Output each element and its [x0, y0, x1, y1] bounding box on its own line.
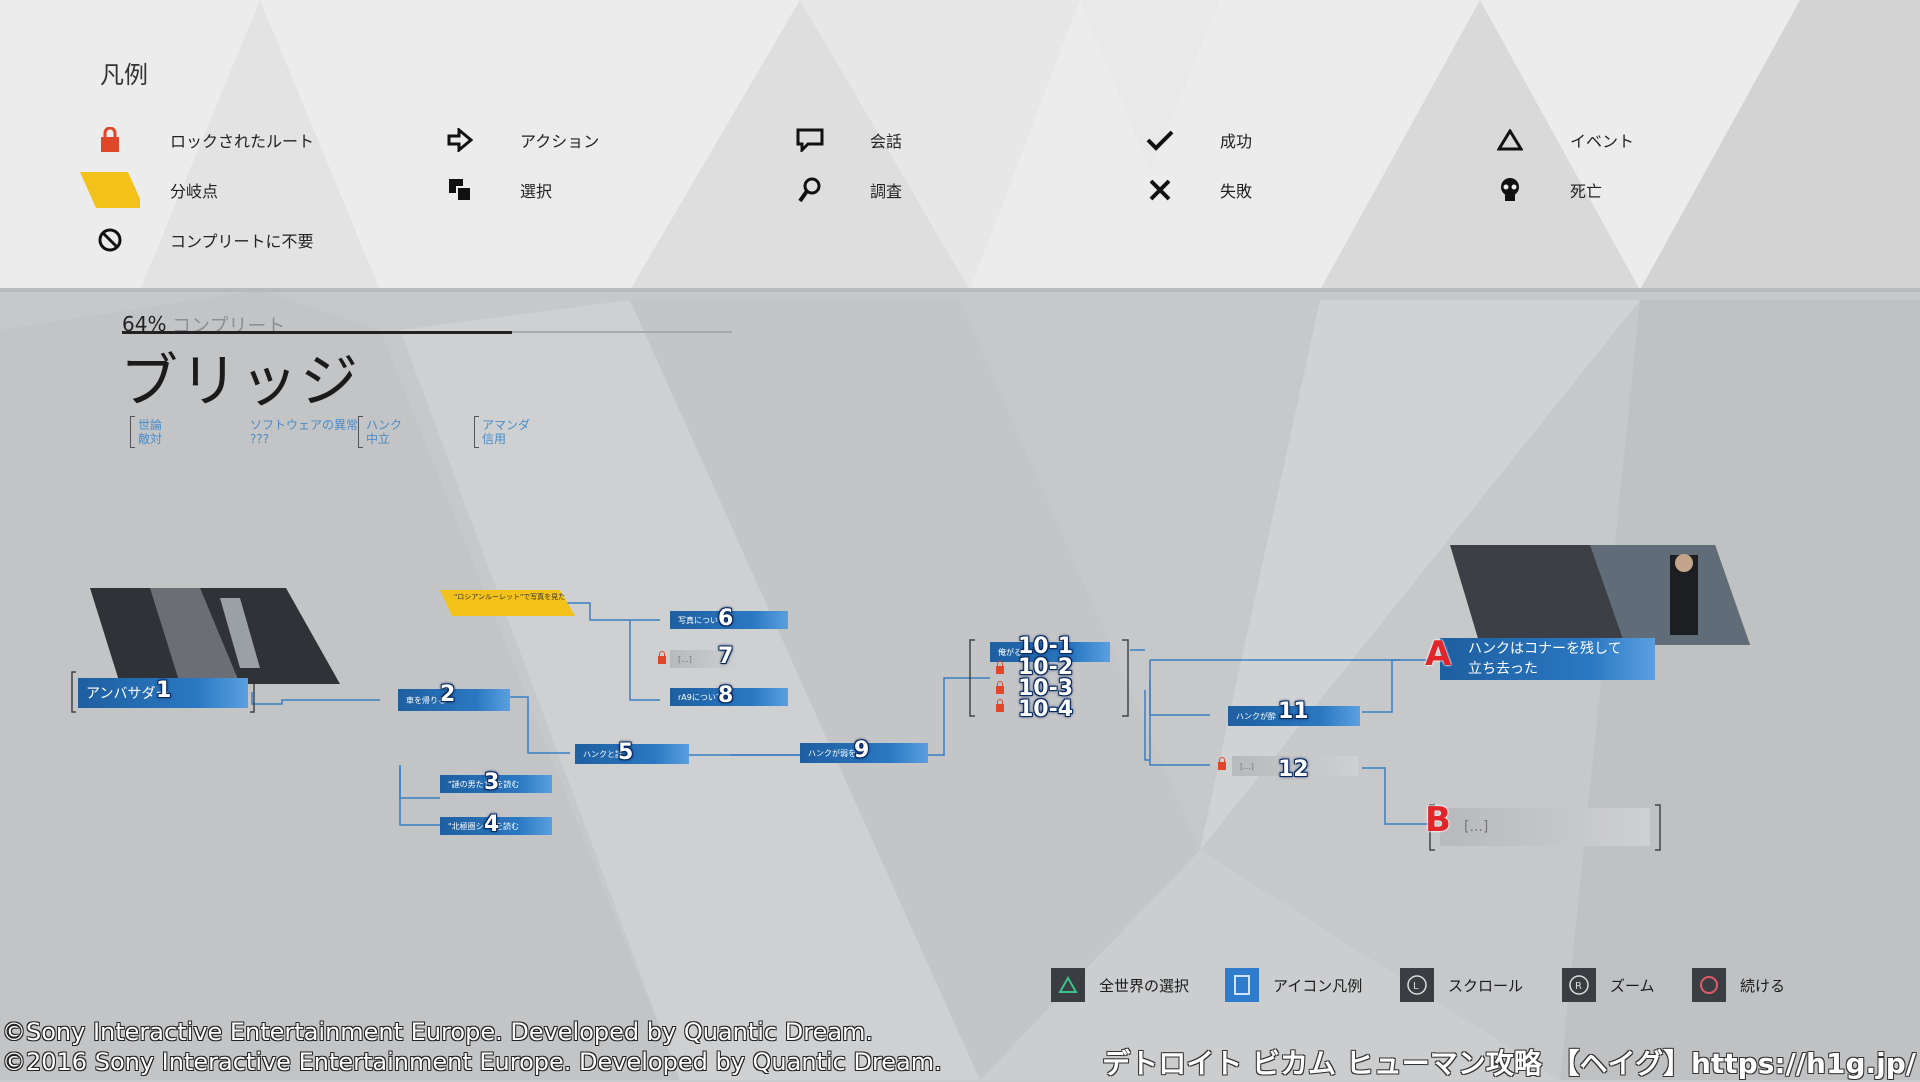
node-4-number: 4 — [484, 812, 500, 837]
node-7[interactable]: [...] — [670, 650, 740, 668]
lock-icon — [658, 651, 666, 664]
svg-text:L: L — [1413, 981, 1419, 992]
node-1-number: 1 — [156, 678, 172, 703]
relation-public-opinion: 世論敵対 — [130, 416, 162, 448]
scene-thumbnail-ending-a — [1450, 545, 1750, 645]
node-10-4-number: 10-4 — [1018, 697, 1074, 722]
left-stick-icon: L — [1407, 975, 1427, 995]
copyright-line-2: ©2016 Sony Interactive Entertainment Eur… — [2, 1048, 942, 1076]
node-11-number: 11 — [1278, 699, 1309, 724]
scroll-button[interactable]: L スクロール — [1400, 968, 1523, 1002]
completion-bar — [122, 331, 513, 334]
zoom-button[interactable]: R ズーム — [1562, 968, 1655, 1002]
node-2-number: 2 — [440, 682, 456, 707]
svg-text:R: R — [1575, 981, 1582, 992]
branch-point-icon — [80, 172, 140, 208]
copyright-line-1: ©Sony Interactive Entertainment Europe. … — [2, 1018, 874, 1046]
ending-b[interactable]: [...] — [1440, 808, 1650, 846]
legend-item-not-required: コンプリートに不要 — [80, 220, 314, 260]
circle-button-icon — [1700, 976, 1718, 994]
world-choices-button[interactable]: 全世界の選択 — [1051, 968, 1189, 1002]
node-3[interactable]: "謎の男たち"を読む — [440, 775, 552, 793]
ending-a[interactable]: ハンクはコナーを残して 立ち去った — [1440, 638, 1655, 680]
node-5-number: 5 — [618, 740, 634, 765]
relation-amanda: アマンダ信用 — [474, 416, 530, 448]
ending-a-mark: A — [1425, 634, 1452, 674]
cross-icon — [1149, 179, 1171, 201]
lock-icon — [996, 681, 1004, 694]
skull-icon — [1501, 178, 1519, 201]
chapter-title: ブリッジ — [120, 347, 361, 415]
legend-item-event: イベント — [1480, 120, 1634, 160]
node-1[interactable]: アンバサダー — [78, 678, 248, 708]
continue-button[interactable]: 続ける — [1692, 968, 1785, 1002]
node-10-1-number: 10-1 — [1018, 634, 1074, 659]
right-stick-icon: R — [1569, 975, 1589, 995]
icon-legend-button[interactable]: アイコン凡例 — [1225, 968, 1362, 1002]
ending-b-mark: B — [1425, 800, 1451, 840]
check-icon — [1146, 130, 1174, 151]
node-9-number: 9 — [854, 738, 870, 763]
lock-icon — [996, 661, 1004, 674]
relation-hank: ハンク中立 — [358, 416, 402, 448]
not-required-icon — [98, 228, 122, 252]
site-watermark: デトロイト ビカム ヒューマン攻略 【ヘイグ】https://h1g.jp/ — [1102, 1047, 1916, 1080]
node-8-number: 8 — [718, 683, 734, 708]
investigate-icon — [798, 177, 821, 203]
legend-item-choice: 選択 — [430, 170, 552, 210]
node-2[interactable]: 車を帰りる — [398, 689, 510, 711]
node-7-number: 7 — [718, 644, 734, 669]
legend-item-action: アクション — [430, 120, 599, 160]
legend-item-failure: 失敗 — [1130, 170, 1252, 210]
legend-item-death: 死亡 — [1480, 170, 1602, 210]
lock-icon — [996, 699, 1004, 712]
choice-icon — [449, 179, 472, 202]
dialogue-icon — [796, 128, 824, 152]
triangle-icon — [1497, 129, 1523, 151]
legend-item-dialogue: 会話 — [780, 120, 902, 160]
legend-item-investigate: 調査 — [780, 170, 902, 210]
node-6[interactable]: 写真について — [670, 611, 788, 629]
node-4[interactable]: "北極圏シ..."を読む — [440, 817, 552, 835]
legend-item-locked-route: ロックされたルート — [80, 120, 314, 160]
node-6-number: 6 — [718, 606, 734, 631]
relation-software-instability: ソフトウェアの異常??? — [250, 418, 359, 446]
node-11[interactable]: ハンクが酔 — [1228, 706, 1360, 726]
touchpad-button-icon — [1234, 975, 1250, 995]
node-10[interactable]: 俺がる — [990, 642, 1110, 662]
node-12[interactable]: [...] — [1232, 756, 1358, 776]
node-10-2-number: 10-2 — [1018, 655, 1074, 680]
node-12-number: 12 — [1278, 757, 1309, 782]
legend-item-branch-point: 分岐点 — [80, 170, 218, 210]
node-5[interactable]: ハンクと話 — [575, 744, 689, 764]
action-arrow-icon — [447, 128, 473, 152]
node-8[interactable]: rA9について — [670, 688, 788, 706]
legend-item-success: 成功 — [1130, 120, 1252, 160]
node-3-number: 3 — [484, 770, 500, 795]
lock-icon — [1218, 757, 1226, 770]
lock-icon — [101, 127, 119, 152]
triangle-button-icon — [1058, 976, 1078, 993]
node-9[interactable]: ハンクが弱を — [800, 743, 928, 763]
node-branch-photo[interactable]: "ロシアンルーレット"で写真を見た — [440, 590, 575, 616]
node-10-3-number: 10-3 — [1018, 676, 1074, 701]
legend-title: 凡例 — [100, 61, 148, 89]
scene-thumbnail-start — [90, 588, 340, 684]
